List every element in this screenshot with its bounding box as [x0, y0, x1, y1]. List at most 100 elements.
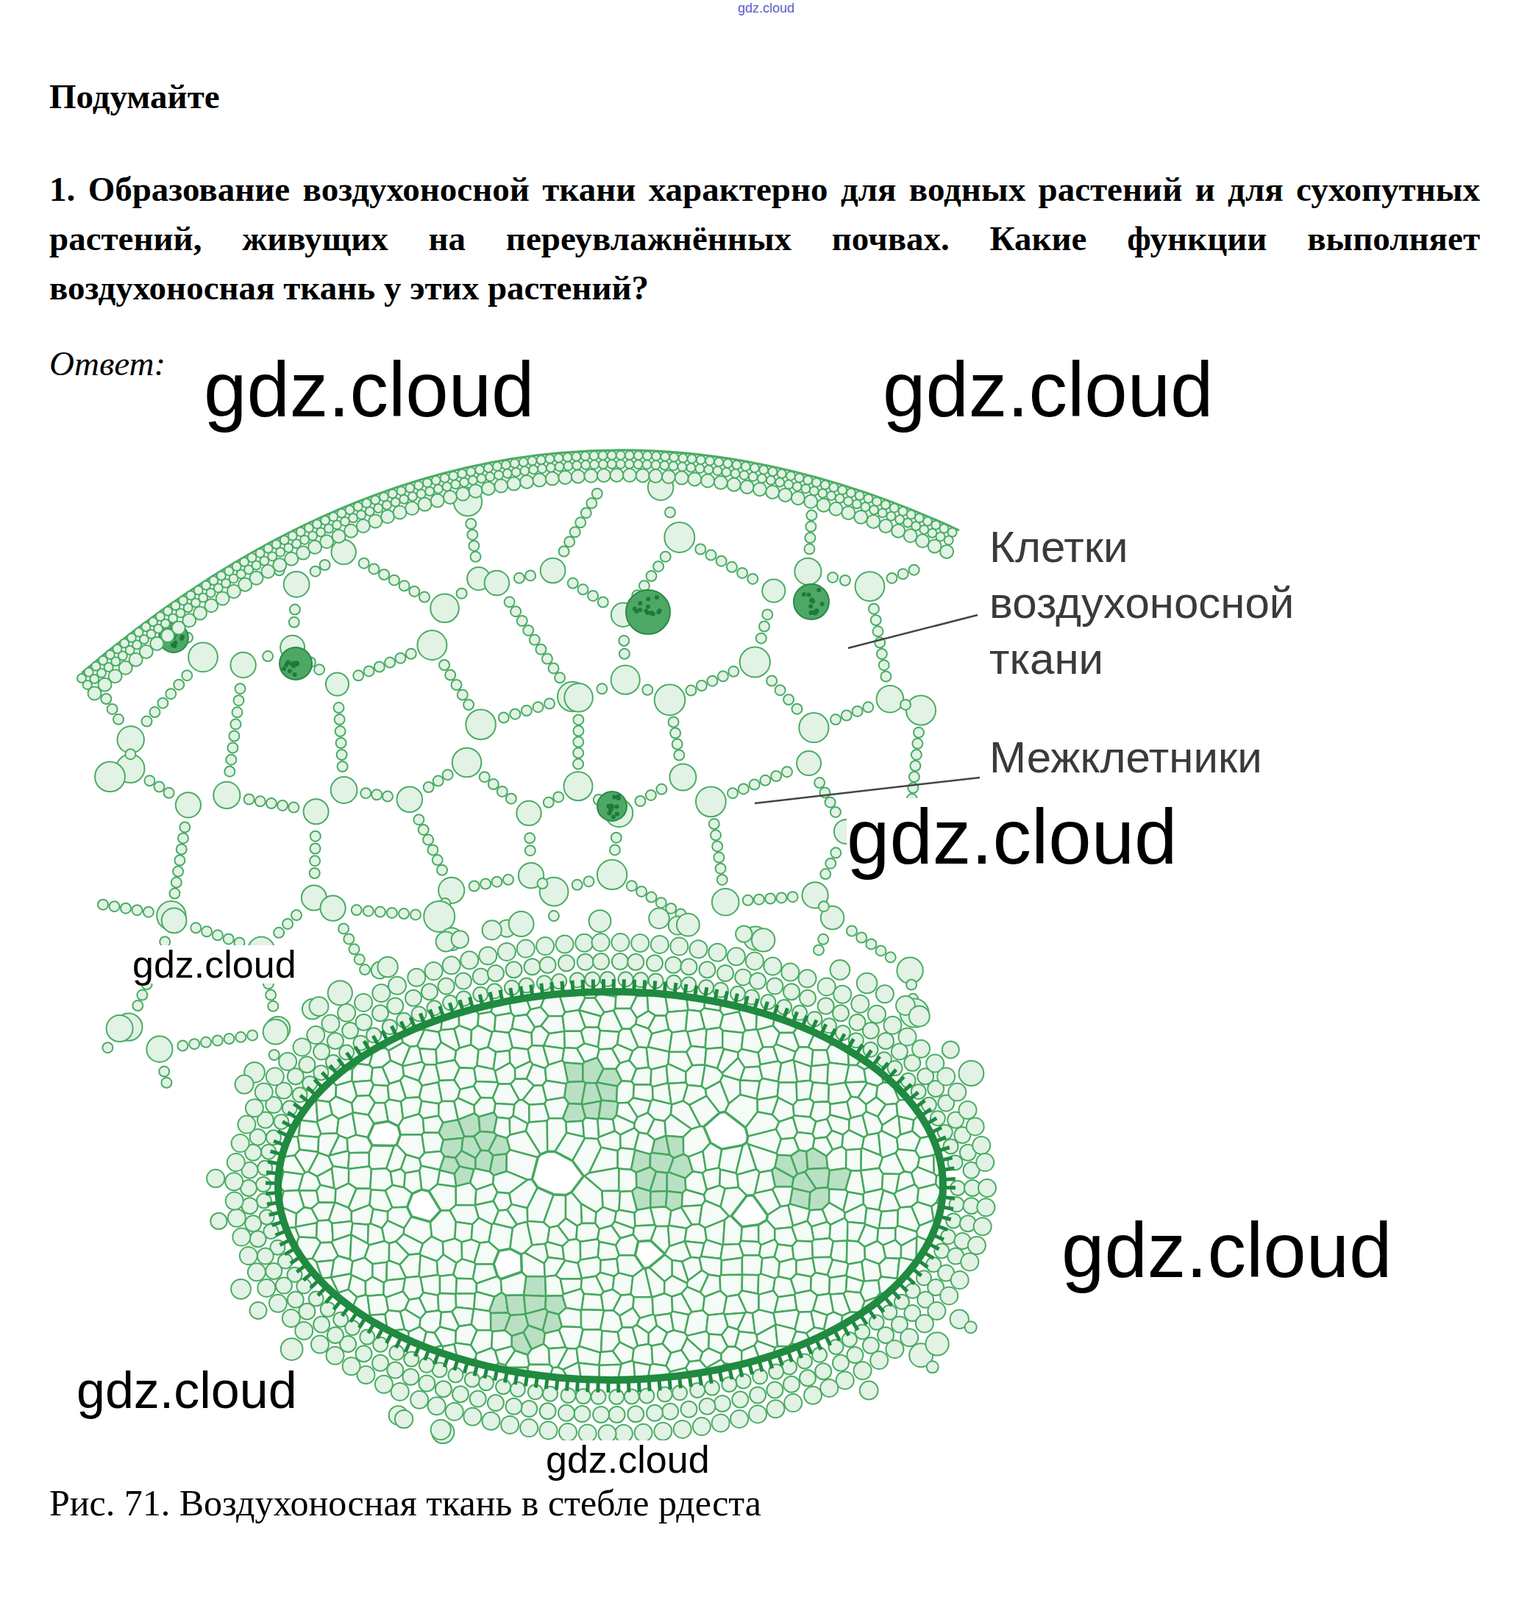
- cell-bead: [891, 524, 905, 538]
- cell-bead: [757, 474, 767, 484]
- cell-bead: [786, 471, 796, 481]
- cell-bead: [753, 894, 765, 905]
- stele-cell: [298, 1171, 321, 1191]
- vessel-cell: [367, 1121, 401, 1146]
- stele-cell: [439, 1274, 457, 1294]
- cell-bead: [717, 965, 734, 982]
- cell-bead: [878, 508, 888, 518]
- cell-bead: [389, 575, 400, 586]
- cell-bead: [189, 1038, 200, 1049]
- cell-bead: [433, 484, 443, 494]
- cell-bead: [391, 1382, 409, 1401]
- cell-bead: [267, 1001, 279, 1012]
- cell-bead: [820, 480, 830, 490]
- cell-bead: [589, 451, 599, 461]
- cell-bead: [450, 480, 460, 490]
- cell-bead: [869, 505, 879, 515]
- heading: Подумайте: [49, 79, 220, 115]
- cell-bead: [435, 1380, 452, 1397]
- cell-bead: [701, 474, 715, 488]
- stele-cell: [595, 1082, 618, 1102]
- cell-bead: [862, 701, 874, 713]
- cell-bead: [492, 461, 502, 471]
- cell-bead: [282, 918, 293, 930]
- cell-bead: [333, 702, 345, 713]
- stele-cell: [456, 1278, 477, 1294]
- cell-bead: [398, 908, 409, 919]
- cell-bead: [337, 761, 348, 772]
- cell-bead: [598, 459, 608, 469]
- cell-bead: [879, 519, 893, 533]
- vascular-bundle: [597, 791, 627, 821]
- cell-bead: [940, 545, 954, 559]
- cell-bead: [289, 604, 301, 615]
- cell-bead: [439, 659, 450, 671]
- cell-bead: [179, 821, 190, 832]
- stele-cell: [578, 1009, 601, 1027]
- cell-bead: [165, 688, 176, 699]
- cell-bead: [228, 1209, 246, 1227]
- cell-bead: [966, 1117, 985, 1135]
- cell-bead: [517, 615, 528, 626]
- cell-bead: [730, 1410, 749, 1428]
- cell-bead: [944, 536, 954, 546]
- cell-bead: [558, 1404, 575, 1422]
- cell-bead: [584, 469, 598, 483]
- cell-bead: [618, 635, 629, 646]
- cell-bead: [817, 498, 831, 512]
- aerenchyma: [94, 474, 936, 1088]
- cell-bead: [175, 792, 201, 818]
- cell-bead: [470, 1390, 487, 1408]
- cell-bead: [940, 1229, 956, 1244]
- bundle-dot: [172, 643, 177, 649]
- cell-bead: [792, 703, 803, 715]
- cell-bead: [360, 787, 371, 799]
- stele-cell: [793, 1060, 811, 1083]
- cell-bead: [413, 814, 424, 825]
- cell-bead: [646, 570, 657, 582]
- cell-bead: [509, 911, 535, 937]
- cell-bead: [235, 683, 246, 694]
- cell-bead: [577, 954, 594, 971]
- cell-bead: [777, 469, 787, 479]
- cell-bead: [775, 478, 785, 487]
- bundle-dot: [608, 807, 613, 813]
- stele-cell: [809, 1064, 829, 1084]
- cell-bead: [257, 1279, 276, 1297]
- cell-bead: [555, 462, 565, 472]
- cell-bead: [356, 519, 370, 533]
- cell-bead: [852, 499, 862, 509]
- cell-bead: [556, 935, 574, 954]
- cell-bead: [806, 510, 817, 521]
- stele-cell: [419, 1254, 439, 1277]
- endodermis-ring: [270, 984, 951, 1388]
- cell-bead: [852, 706, 863, 717]
- figure-caption: Рис. 71. Воздухоносная ткань в стебле рд…: [49, 1484, 762, 1522]
- cell-bead: [136, 990, 148, 1001]
- stele-cell: [720, 1257, 743, 1275]
- bundle-dot: [820, 601, 825, 607]
- cell-bead: [572, 452, 582, 462]
- cell-bead: [244, 794, 255, 805]
- stele-cell: [862, 1258, 882, 1281]
- stele-cell: [631, 1187, 651, 1211]
- cell-bead: [314, 664, 325, 675]
- cell-bead: [460, 951, 479, 969]
- bundle-dot: [645, 596, 651, 601]
- stele-cell: [650, 1190, 668, 1208]
- cell-bead: [181, 670, 192, 681]
- stele-cell: [257, 1252, 306, 1334]
- cell-bead: [890, 503, 899, 513]
- stele-cell: [823, 970, 905, 1045]
- cell-bead: [188, 642, 218, 672]
- bundle-dot: [806, 592, 812, 598]
- cell-bead: [805, 521, 816, 532]
- watermark: gdz.cloud: [76, 1364, 298, 1416]
- stele-cell: [328, 1202, 352, 1224]
- cell-bead: [662, 1403, 679, 1420]
- bundle-dot: [614, 804, 620, 810]
- stele-cell: [681, 1189, 706, 1207]
- cell-bead: [418, 497, 432, 512]
- cell-bead: [677, 462, 687, 472]
- cell-bead: [692, 1417, 711, 1436]
